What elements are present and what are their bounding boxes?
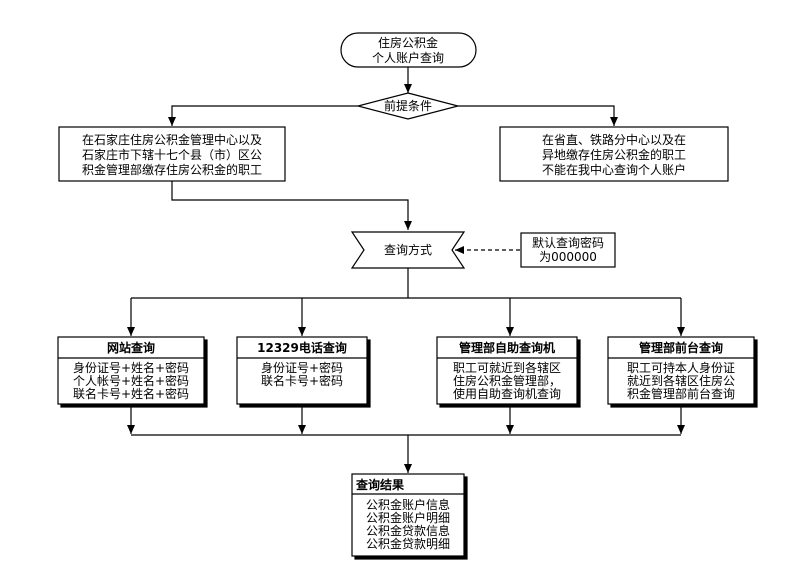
channel-kiosk-box xyxy=(436,336,578,405)
result-line-1: 公积金账户信息 xyxy=(366,497,450,512)
result-line-4: 公积金贷款明细 xyxy=(366,536,450,551)
start-terminator-shape xyxy=(340,32,477,68)
start-line-1: 住房公积金 xyxy=(378,35,438,50)
channel-kiosk xyxy=(436,336,578,405)
channel-counter-line-2: 就近到各辖区住房公 xyxy=(627,373,735,388)
arrow-precondition-to-eligible xyxy=(168,105,358,126)
channel-web-title: 网站查询 xyxy=(107,340,155,355)
method-label: 查询方式 xyxy=(384,242,432,257)
channel-kiosk-title: 管理部自助查询机 xyxy=(459,340,555,355)
node-result xyxy=(351,473,465,557)
ineligible-box-shape xyxy=(499,126,729,182)
channel-phone-line-2: 联名卡号+密码 xyxy=(261,373,343,388)
node-method: 查询方式 xyxy=(350,231,466,269)
channel-phone-line-1: 身份证号+密码 xyxy=(261,360,343,375)
password-note-line-2: 为000000 xyxy=(539,250,597,264)
node-ineligible: 在省直、铁路分中心以及在 异地缴存住房公积金的职工 不能在我中心查询个人账户 xyxy=(499,126,729,182)
eligible-line-2: 石家庄市下辖十七个县（市）区公 xyxy=(82,147,262,162)
result-line-3: 公积金贷款信息 xyxy=(366,523,450,538)
result-line-2: 公积金账户明细 xyxy=(366,510,450,525)
channel-counter-line-3: 积金管理部前台查询 xyxy=(627,386,735,401)
result-box xyxy=(351,473,465,557)
ineligible-line-1: 在省直、铁路分中心以及在 xyxy=(542,132,686,147)
precondition-label: 前提条件 xyxy=(384,98,432,113)
ineligible-line-2: 异地缴存住房公积金的职工 xyxy=(542,147,686,162)
node-start: 住房公积金 个人账户查询 xyxy=(340,32,477,68)
channel-web-box xyxy=(57,336,205,405)
password-note-box-shape xyxy=(520,232,616,268)
channel-counter-box xyxy=(607,336,755,405)
channel-kiosk-line-3: 使用自助查询机查询 xyxy=(453,386,561,401)
channel-web-line-1: 身份证号+姓名+密码 xyxy=(73,360,189,375)
node-password-note: 默认查询密码 为000000 xyxy=(520,232,616,268)
channel-phone-title: 12329电话查询 xyxy=(257,340,347,355)
method-shape xyxy=(350,231,466,269)
start-line-2: 个人账户查询 xyxy=(372,50,444,65)
password-note-line-1: 默认查询密码 xyxy=(532,235,604,250)
channel-kiosk-line-1: 职工可就近到各辖区 xyxy=(453,360,561,375)
channel-kiosk-line-2: 住房公积金管理部， xyxy=(453,373,561,388)
channel-counter xyxy=(607,336,755,405)
channel-web-line-2: 个人帐号+姓名+密码 xyxy=(73,373,189,388)
result-title: 查询结果 xyxy=(355,477,404,492)
channel-web xyxy=(57,336,205,405)
node-precondition: 前提条件 xyxy=(355,92,461,120)
channel-web-line-3: 联名卡号+姓名+密码 xyxy=(73,386,189,401)
arrow-precondition-to-ineligible xyxy=(458,105,618,126)
arrow-eligible-to-method xyxy=(171,181,412,230)
eligible-line-3: 积金管理部缴存住房公积金的职工 xyxy=(82,162,262,177)
precondition-diamond-shape xyxy=(355,92,461,120)
eligible-box-shape xyxy=(58,126,286,182)
eligible-line-1: 在石家庄住房公积金管理中心以及 xyxy=(82,132,262,147)
channel-phone-box xyxy=(236,336,368,405)
channel-phone xyxy=(236,336,368,405)
ineligible-line-3: 不能在我中心查询个人账户 xyxy=(542,162,686,177)
channel-counter-line-1: 职工可持本人身份证 xyxy=(627,360,735,375)
node-eligible: 在石家庄住房公积金管理中心以及 石家庄市下辖十七个县（市）区公 积金管理部缴存住… xyxy=(58,126,286,182)
connector-lines xyxy=(127,67,685,473)
channel-counter-title: 管理部前台查询 xyxy=(639,340,723,355)
